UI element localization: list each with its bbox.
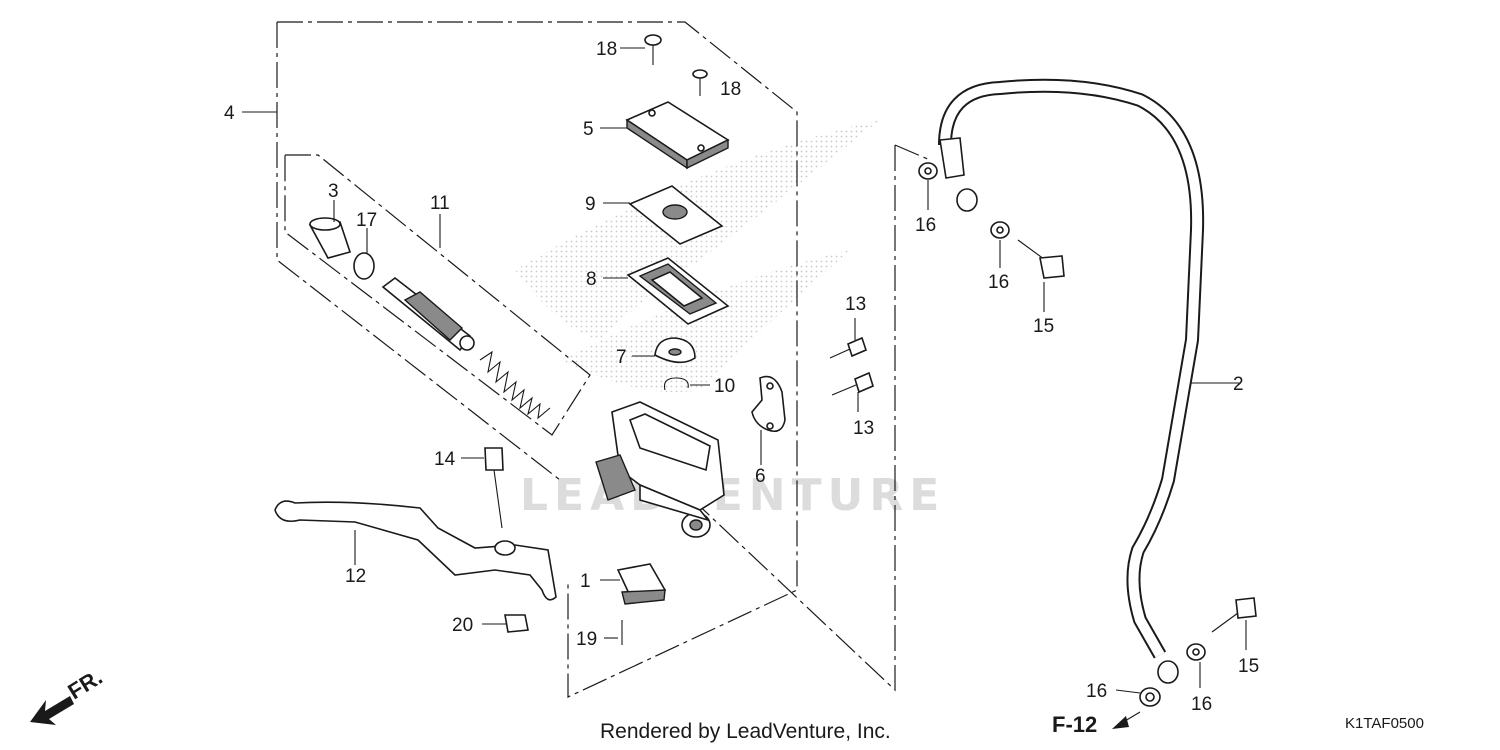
piston-11 — [381, 276, 475, 352]
label-18a: 18 — [596, 39, 617, 60]
label-6: 6 — [755, 466, 766, 487]
bolt-13a — [829, 336, 867, 359]
label-12: 12 — [345, 566, 366, 587]
washer-16b — [990, 221, 1010, 239]
washer-16d — [1139, 687, 1161, 707]
label-5: 5 — [583, 119, 594, 140]
boot-3 — [308, 217, 352, 259]
float-7 — [654, 337, 696, 364]
washer-16c — [1186, 643, 1206, 661]
assembly-frame-11 — [284, 154, 591, 436]
label-20: 20 — [452, 615, 473, 636]
brake-lever-12 — [274, 500, 557, 601]
reservoir-cap-5 — [625, 101, 730, 170]
label-19: 19 — [576, 629, 597, 650]
label-16d: 16 — [1086, 681, 1107, 702]
part-labels: 4 18 18 5 9 8 7 10 3 17 11 13 13 6 2 14 … — [224, 39, 1259, 715]
diaphragm-8 — [626, 257, 730, 325]
switch-1 — [616, 563, 667, 605]
nut-20 — [504, 614, 529, 633]
bolt-13b — [831, 371, 874, 396]
label-1: 1 — [580, 571, 591, 592]
holder-6 — [751, 375, 786, 433]
assembly-frame-4 — [276, 21, 798, 698]
label-14: 14 — [434, 449, 456, 470]
label-10: 10 — [714, 376, 735, 397]
label-7: 7 — [616, 347, 627, 368]
watermark-logo: LEADVENTURE — [515, 120, 945, 521]
reference-f12: F-12 — [1052, 711, 1141, 737]
leader-lines — [242, 47, 1247, 694]
footer-credit: Rendered by LeadVenture, Inc. — [600, 720, 891, 743]
diagram-code: K1TAF0500 — [1345, 715, 1424, 732]
pivot-bolt-14 — [484, 447, 504, 529]
label-4: 4 — [224, 103, 235, 124]
screw-18a — [644, 34, 662, 65]
spring-11 — [479, 350, 551, 420]
label-11: 11 — [430, 193, 450, 214]
screw-18b — [692, 69, 708, 96]
banjo-bolt-15a — [1017, 239, 1065, 279]
label-9: 9 — [585, 194, 596, 215]
label-13a: 13 — [845, 294, 866, 315]
label-16c: 16 — [1191, 694, 1212, 715]
watermark-text: LEADVENTURE — [520, 470, 945, 521]
circlip-10 — [663, 377, 689, 391]
label-16b: 16 — [988, 272, 1009, 293]
label-17: 17 — [356, 210, 377, 231]
brake-hose-2 — [938, 78, 1205, 684]
label-18b: 18 — [720, 79, 741, 100]
diaphragm-plate-9 — [628, 185, 724, 245]
label-16a: 16 — [915, 215, 936, 236]
label-15a: 15 — [1033, 316, 1054, 337]
master-cylinder-body — [595, 401, 725, 538]
washer-16a — [918, 162, 938, 180]
front-direction-arrow: FR. — [30, 664, 107, 725]
reference-label: F-12 — [1052, 712, 1097, 737]
label-3: 3 — [328, 181, 339, 202]
snap-ring-17 — [353, 252, 375, 280]
banjo-bolt-15b — [1211, 597, 1257, 633]
label-13b: 13 — [853, 418, 874, 439]
label-8: 8 — [586, 269, 597, 290]
label-2: 2 — [1233, 374, 1244, 395]
label-15b: 15 — [1238, 656, 1259, 677]
assembly-frame-hose — [639, 144, 931, 692]
